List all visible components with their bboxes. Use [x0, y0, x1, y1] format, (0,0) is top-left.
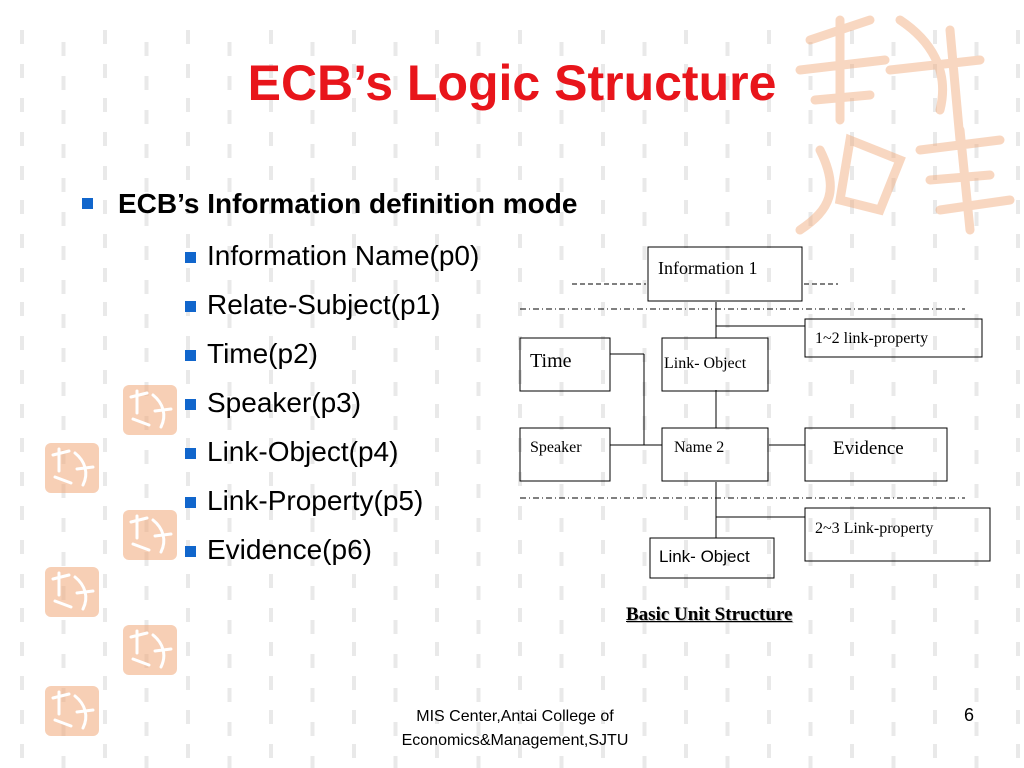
link-property-2-3-label: 2~3 Link-property [815, 520, 933, 537]
sub-bullet-label: Time(p2) [207, 338, 318, 369]
name-2-label: Name 2 [674, 439, 724, 456]
level1-bullet-text: ECB’s Information definition mode [118, 188, 578, 219]
sub-bullet-label: Evidence(p6) [207, 534, 372, 565]
information-1-label: Information 1 [658, 258, 757, 278]
square-bullet-icon [185, 301, 196, 312]
link-object-bottom-box [649, 537, 775, 579]
dash-pattern [20, 30, 1020, 768]
sub-bullet-label: Speaker(p3) [207, 387, 362, 418]
square-bullet-icon [185, 448, 196, 459]
sub-bullet-item: Information Name(p0) [183, 236, 479, 285]
square-bullet-icon [185, 399, 196, 410]
link-object-top-box [661, 337, 769, 392]
time-label: Time [530, 350, 572, 372]
sub-bullet-item: Evidence(p6) [183, 530, 479, 579]
sub-bullet-item: Link-Property(p5) [183, 481, 479, 530]
link-property-1-2-box [804, 318, 983, 358]
square-bullet-icon [82, 198, 93, 209]
sub-bullet-label: Information Name(p0) [207, 240, 480, 271]
footer-line-1: MIS Center,Antai College of [416, 708, 614, 725]
basic-unit-diagram: Information 1 1~2 link-property Time Lin… [519, 246, 991, 579]
slide-title: ECB’s Logic Structure [247, 55, 777, 111]
page-number: 6 [964, 705, 975, 725]
footer: MIS Center,Antai College of Economics&Ma… [350, 705, 680, 753]
sub-bullet-list: Information Name(p0) Relate-Subject(p1) … [183, 236, 479, 579]
sub-bullet-label: Link-Object(p4) [207, 436, 399, 467]
square-bullet-icon [185, 546, 196, 557]
footer-line-2: Economics&Management,SJTU [401, 732, 629, 749]
calligraphy-watermark-icon [795, 15, 1015, 235]
information-1-box [647, 246, 803, 302]
sub-bullet-item: Relate-Subject(p1) [183, 285, 479, 334]
sub-bullet-item: Link-Object(p4) [183, 432, 479, 481]
sub-bullet-label: Link-Property(p5) [207, 485, 424, 516]
evidence-label: Evidence [833, 438, 904, 459]
seal-glyph-icon [51, 571, 95, 611]
speaker-box [519, 427, 611, 482]
square-bullet-icon [185, 497, 196, 508]
link-object-top-label: Link- Object [664, 355, 747, 372]
name-2-box [661, 427, 769, 482]
sub-bullet-item: Time(p2) [183, 334, 479, 383]
speaker-label: Speaker [530, 439, 582, 456]
seal-glyph-icon [129, 389, 173, 429]
sub-bullet-label: Relate-Subject(p1) [207, 289, 441, 320]
time-box [519, 337, 611, 392]
evidence-box [804, 427, 948, 482]
square-bullet-icon [185, 350, 196, 361]
link-property-1-2-label: 1~2 link-property [815, 330, 928, 347]
seal-glyph-icon [51, 690, 95, 730]
link-object-bottom-label: Link- Object [659, 547, 750, 566]
seal-glyph-icon [129, 629, 173, 669]
square-bullet-icon [185, 252, 196, 263]
link-property-2-3-box [804, 507, 991, 562]
sub-bullet-item: Speaker(p3) [183, 383, 479, 432]
diagram-caption: Basic Unit Structure [626, 604, 793, 625]
seal-glyph-icon [51, 447, 95, 487]
chinese-seal-icon [45, 385, 177, 736]
seal-glyph-icon [129, 514, 173, 554]
